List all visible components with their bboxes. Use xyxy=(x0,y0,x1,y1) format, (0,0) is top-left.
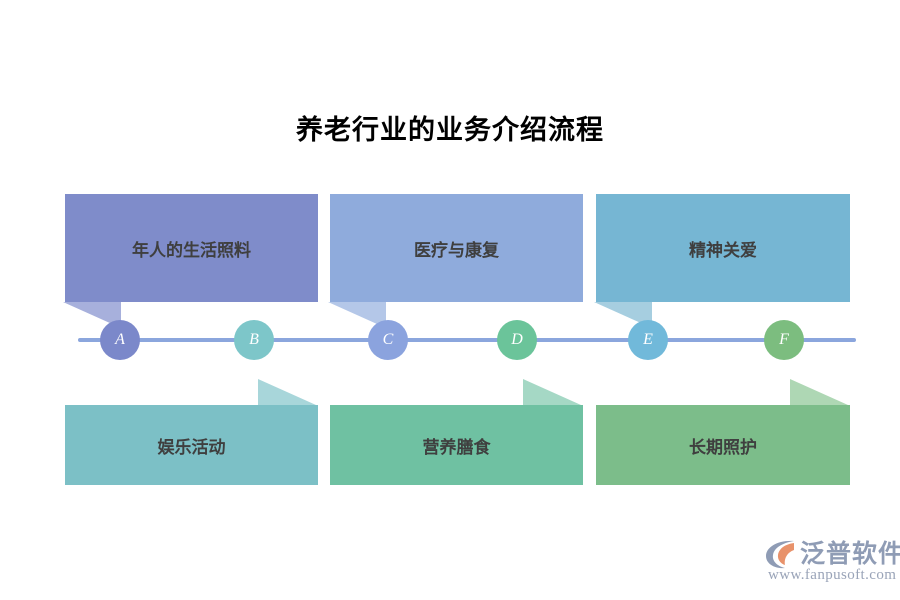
brand-logo: 泛普软件 www.fanpusoft.com xyxy=(762,534,900,590)
card-label: 营养膳食 xyxy=(422,437,491,457)
timeline-axis xyxy=(78,338,856,342)
timeline-node-label: F xyxy=(779,331,789,348)
timeline-node-e[interactable]: E xyxy=(628,320,668,360)
card-label: 医疗与康复 xyxy=(414,240,499,260)
brand-url: www.fanpusoft.com xyxy=(768,567,897,583)
card-tail-bottom-3 xyxy=(790,379,848,405)
timeline-node-label: D xyxy=(511,331,523,348)
card-label: 年人的生活照料 xyxy=(132,240,251,260)
card-top-2[interactable]: 医疗与康复 xyxy=(330,194,583,302)
timeline-node-d[interactable]: D xyxy=(497,320,537,360)
fanpu-logo-icon xyxy=(766,540,794,569)
page-title: 养老行业的业务介绍流程 xyxy=(296,115,604,145)
card-bottom-2[interactable]: 营养膳食 xyxy=(330,405,583,485)
timeline-node-b[interactable]: B xyxy=(234,320,274,360)
timeline-node-a[interactable]: A xyxy=(100,320,140,360)
card-label: 精神关爱 xyxy=(689,240,757,260)
card-bottom-3[interactable]: 长期照护 xyxy=(596,405,850,485)
card-bottom-1[interactable]: 娱乐活动 xyxy=(65,405,318,485)
card-top-1[interactable]: 年人的生活照料 xyxy=(65,194,318,302)
card-tail-bottom-1 xyxy=(258,379,316,405)
timeline-node-label: B xyxy=(249,331,259,348)
card-top-3[interactable]: 精神关爱 xyxy=(596,194,850,302)
card-tail-bottom-2 xyxy=(523,379,581,405)
timeline-node-c[interactable]: C xyxy=(368,320,408,360)
timeline-node-f[interactable]: F xyxy=(764,320,804,360)
timeline-node-label: C xyxy=(382,331,394,348)
brand-name: 泛普软件 xyxy=(800,541,900,568)
card-label: 娱乐活动 xyxy=(157,437,226,457)
timeline-node-label: E xyxy=(643,331,653,348)
card-label: 长期照护 xyxy=(689,437,757,457)
timeline-node-label: A xyxy=(115,331,125,348)
